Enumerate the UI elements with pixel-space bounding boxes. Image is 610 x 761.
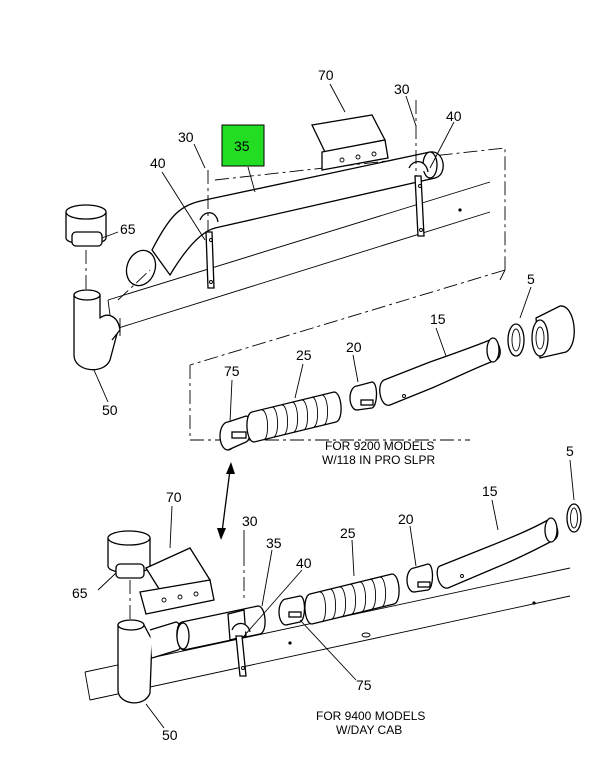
bottom-heat-shield-70 (139, 547, 215, 615)
top-hanger-40-left (199, 212, 219, 289)
top-note-line2: W/118 IN PRO SLPR (322, 453, 435, 467)
top-frame-rail (107, 147, 506, 441)
callout-70: 70 (318, 67, 334, 83)
bottom-note-line1: FOR 9400 MODELS (316, 709, 425, 723)
bottom-callout-25: 25 (340, 525, 356, 541)
callout-25: 25 (296, 347, 312, 363)
top-pipe-35 (125, 151, 444, 287)
bottom-stack-clamp-65 (107, 530, 151, 620)
top-muffler-end (531, 305, 575, 359)
top-leader-lines (93, 83, 532, 423)
bottom-pipe-15 (436, 517, 559, 589)
highlight-box-35 (221, 124, 265, 167)
top-ring-clamp-5 (507, 323, 525, 357)
callout-40-left: 40 (150, 155, 166, 171)
callout-35[interactable]: 35 (234, 138, 250, 154)
callout-30-left: 30 (178, 129, 194, 145)
top-note-line1: FOR 9200 MODELS (325, 439, 434, 453)
top-clamp-75 (219, 415, 252, 451)
bottom-callout-15: 15 (482, 483, 498, 499)
bottom-assembly: 5 15 70 30 20 35 25 65 40 75 50 FOR 9400… (72, 443, 582, 743)
bottom-elbow-50 (117, 619, 183, 704)
callout-75: 75 (224, 363, 240, 379)
top-elbow-50 (73, 289, 121, 371)
bottom-pipe-35 (176, 605, 266, 651)
view-change-arrow (217, 462, 235, 540)
bottom-callout-40: 40 (296, 555, 312, 571)
bottom-callout-50: 50 (162, 727, 178, 743)
callout-20: 20 (346, 339, 362, 355)
bottom-callout-35: 35 (266, 535, 282, 551)
bottom-clamp-20 (406, 563, 434, 593)
top-flex-pipe-25 (246, 391, 342, 443)
callout-15: 15 (430, 311, 446, 327)
bottom-callout-70: 70 (166, 489, 182, 505)
top-stack-clamp-65 (65, 204, 107, 290)
callout-40-right: 40 (446, 108, 462, 124)
callout-50: 50 (102, 402, 118, 418)
callout-30-right: 30 (394, 81, 410, 97)
bottom-flex-pipe-25 (304, 573, 400, 625)
callout-65: 65 (120, 221, 136, 237)
bottom-callout-75: 75 (356, 677, 372, 693)
top-hanger-40-right (408, 161, 429, 237)
top-heat-shield-70 (311, 114, 389, 171)
top-assembly: 70 30 40 30 35 40 65 5 15 20 25 75 50 FO… (65, 67, 575, 467)
bottom-callout-30: 30 (242, 513, 258, 529)
callout-5: 5 (527, 271, 535, 287)
top-pipe-15 (379, 337, 501, 406)
bottom-hanger-40 (231, 622, 251, 677)
bottom-leader-lines (97, 459, 575, 729)
bottom-callout-65: 65 (72, 585, 88, 601)
bottom-ring-clamp-5 (566, 503, 582, 533)
bottom-callout-5: 5 (566, 443, 574, 459)
top-clamp-20 (349, 381, 378, 411)
bottom-callout-20: 20 (398, 511, 414, 527)
bottom-note-line2: W/DAY CAB (336, 723, 402, 737)
